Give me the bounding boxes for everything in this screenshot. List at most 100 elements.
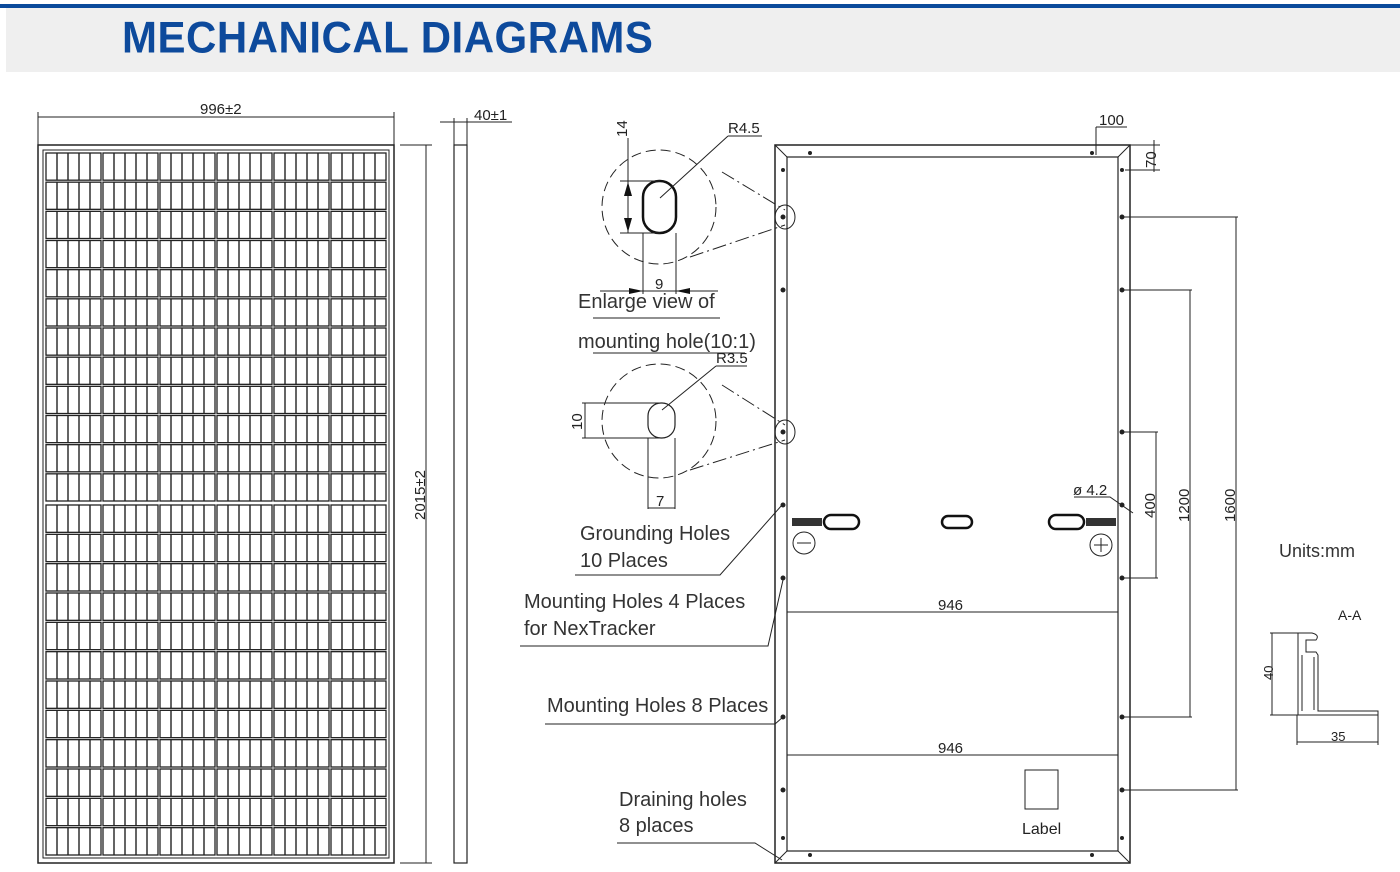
round-hole <box>647 402 676 439</box>
solar-cell <box>159 210 216 240</box>
solar-cell <box>159 385 216 415</box>
solar-cell <box>159 327 216 356</box>
solar-cell <box>159 709 216 739</box>
solar-cell <box>330 563 387 592</box>
solar-cell <box>102 473 159 502</box>
draining-hole <box>781 168 785 172</box>
solar-cell <box>330 239 387 269</box>
solar-cell <box>45 385 102 415</box>
solar-cell <box>330 739 387 768</box>
solar-cell <box>330 444 387 473</box>
solar-cell <box>45 680 102 709</box>
mounting-hole <box>780 502 786 508</box>
solar-cell <box>45 797 102 827</box>
solar-cell <box>273 269 330 298</box>
solar-cell <box>330 680 387 709</box>
solar-cell <box>273 210 330 240</box>
draining-hole <box>1090 853 1094 857</box>
hole1-width: 9 <box>655 276 663 293</box>
solar-cell <box>102 504 159 533</box>
solar-cell <box>102 592 159 621</box>
hole2-width: 7 <box>656 493 664 510</box>
solar-cell <box>216 152 273 181</box>
header-band <box>6 8 1400 72</box>
solar-cell <box>159 621 216 651</box>
solar-cell <box>216 327 273 356</box>
enlarge-circle <box>601 149 717 265</box>
solar-cell <box>330 385 387 415</box>
solar-cell <box>273 651 330 680</box>
positive-symbol-icon <box>1089 533 1113 557</box>
solar-cell <box>102 385 159 415</box>
solar-cell <box>102 298 159 327</box>
enlarge-caption-1: Enlarge view of <box>578 291 715 313</box>
solar-cell <box>159 768 216 797</box>
solar-cell <box>330 768 387 797</box>
hole2-radius: R3.5 <box>716 350 748 367</box>
label-text: Label <box>1022 821 1061 838</box>
solar-cell <box>216 768 273 797</box>
solar-cell <box>216 621 273 651</box>
units-label: Units:mm <box>1279 541 1355 561</box>
solar-cell <box>273 298 330 327</box>
solar-cell <box>216 385 273 415</box>
solar-cell <box>45 473 102 502</box>
solar-cell <box>45 827 102 856</box>
solar-cell <box>45 210 102 240</box>
junction-box-center <box>940 514 974 530</box>
positive-connector <box>1086 518 1116 526</box>
mounting-hole <box>780 787 786 793</box>
solar-cell <box>102 621 159 651</box>
solar-cell <box>330 181 387 210</box>
solar-cell <box>273 621 330 651</box>
solar-cell <box>273 533 330 563</box>
nextracker-label-1: Mounting Holes 4 Places <box>524 591 745 613</box>
draining-hole <box>781 836 785 840</box>
solar-cell <box>45 504 102 533</box>
panel-frame <box>37 144 395 864</box>
solar-cell <box>216 592 273 621</box>
solar-cell <box>330 709 387 739</box>
dim-1600: 1600 <box>1222 489 1239 522</box>
solar-cell <box>216 651 273 680</box>
solar-cell <box>102 152 159 181</box>
solar-cell <box>159 563 216 592</box>
back-frame-outer <box>774 144 1131 864</box>
enlarge-caption-2: mounting hole(10:1) <box>578 331 756 353</box>
solar-cell <box>216 680 273 709</box>
solar-cell <box>159 356 216 385</box>
solar-cell <box>330 210 387 240</box>
solar-cell <box>102 797 159 827</box>
solar-cell <box>102 651 159 680</box>
solar-cell <box>330 504 387 533</box>
slot-hole <box>641 179 678 235</box>
solar-cell <box>45 592 102 621</box>
solar-cell <box>273 797 330 827</box>
enlarge-view-1: 14 9 R4.5 Enlarge view of mounting hole(… <box>578 120 796 354</box>
solar-cell <box>216 504 273 533</box>
solar-cell <box>45 709 102 739</box>
front-view: 996±2 2015±2 <box>37 101 432 864</box>
solar-cell <box>273 356 330 385</box>
solar-cell <box>102 563 159 592</box>
draining-hole <box>808 151 812 155</box>
solar-cell <box>216 210 273 240</box>
solar-cell <box>102 210 159 240</box>
solar-cell <box>45 768 102 797</box>
solar-cell <box>159 181 216 210</box>
back-frame-inner <box>786 156 1119 852</box>
solar-cell <box>159 680 216 709</box>
solar-cell <box>102 269 159 298</box>
mounting8-label: Mounting Holes 8 Places <box>547 695 768 717</box>
solar-cell <box>159 504 216 533</box>
draining-label-1: Draining holes <box>619 789 747 811</box>
solar-cell <box>216 739 273 768</box>
solar-cell <box>273 563 330 592</box>
solar-cell <box>45 414 102 444</box>
solar-cell <box>273 239 330 269</box>
solar-cell <box>330 327 387 356</box>
header-accent-line <box>0 4 1400 8</box>
solar-cell <box>216 709 273 739</box>
hole1-height: 14 <box>614 120 631 137</box>
solar-cell <box>45 181 102 210</box>
